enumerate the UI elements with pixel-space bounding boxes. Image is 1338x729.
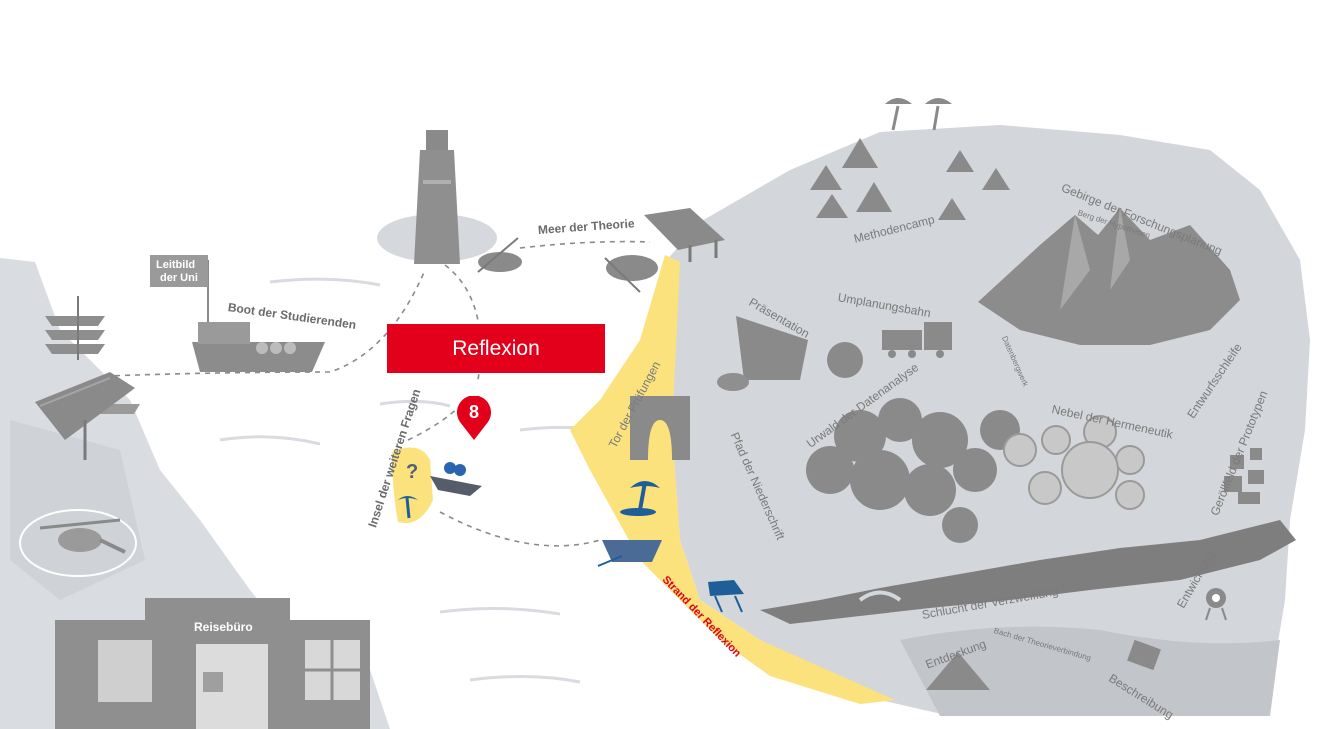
gate-icon bbox=[630, 396, 690, 460]
palm-tree-icon bbox=[885, 98, 952, 131]
reflexion-banner[interactable]: Reflexion bbox=[387, 324, 605, 373]
train-icon bbox=[882, 322, 952, 358]
label-reisebuero: Reisebüro bbox=[194, 620, 253, 634]
rowing-boat-icon bbox=[597, 540, 662, 567]
palm-tree-icon bbox=[398, 496, 418, 519]
map-pin-icon bbox=[457, 395, 491, 440]
book-icon bbox=[1127, 639, 1161, 671]
step-number: 8 bbox=[468, 402, 479, 422]
tent-icon bbox=[810, 138, 1010, 220]
pyramid-icon bbox=[926, 652, 990, 690]
beach bbox=[570, 255, 895, 704]
pier-icon bbox=[35, 372, 135, 460]
mountain-icon bbox=[978, 208, 1240, 345]
gorge bbox=[760, 520, 1296, 624]
rubble-field bbox=[1224, 448, 1264, 504]
travel-agency-building bbox=[55, 598, 370, 729]
pier-icon bbox=[644, 208, 725, 262]
island: ? bbox=[392, 447, 433, 524]
beach-chair-icon bbox=[708, 580, 744, 613]
svg-text:?: ? bbox=[406, 461, 418, 483]
ship-icon bbox=[150, 255, 325, 372]
palm-tree-icon bbox=[620, 481, 660, 516]
reflexion-title: Reflexion bbox=[452, 336, 540, 360]
tree-icon bbox=[806, 342, 1020, 543]
kayak-icon bbox=[477, 237, 658, 293]
helicopter-icon bbox=[19, 509, 137, 577]
rowing-boat-icon bbox=[430, 462, 482, 496]
fog-icon bbox=[1003, 415, 1145, 510]
lighthouse-icon bbox=[377, 130, 497, 264]
flag-label-line1: Leitbild bbox=[156, 259, 196, 271]
flag-label-line2: der Uni bbox=[160, 272, 198, 284]
robot-icon bbox=[1205, 588, 1227, 621]
sea-waves bbox=[219, 277, 621, 684]
amphitheater-icon bbox=[717, 316, 808, 391]
step-8-marker[interactable]: 8 bbox=[454, 395, 494, 442]
